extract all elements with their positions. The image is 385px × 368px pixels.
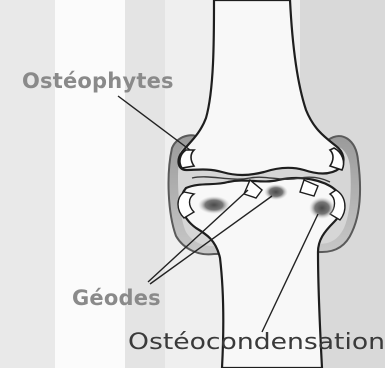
label-osteophytes: Ostéophytes — [22, 69, 174, 93]
background-band-left — [0, 0, 55, 368]
label-osteocondensation: Ostéocondensation — [128, 330, 385, 355]
background-band-mid — [125, 0, 165, 368]
background-band-light — [55, 0, 125, 368]
geode-center — [264, 184, 288, 200]
label-geodes: Géodes — [72, 286, 161, 310]
sclerosis-right — [309, 197, 335, 219]
